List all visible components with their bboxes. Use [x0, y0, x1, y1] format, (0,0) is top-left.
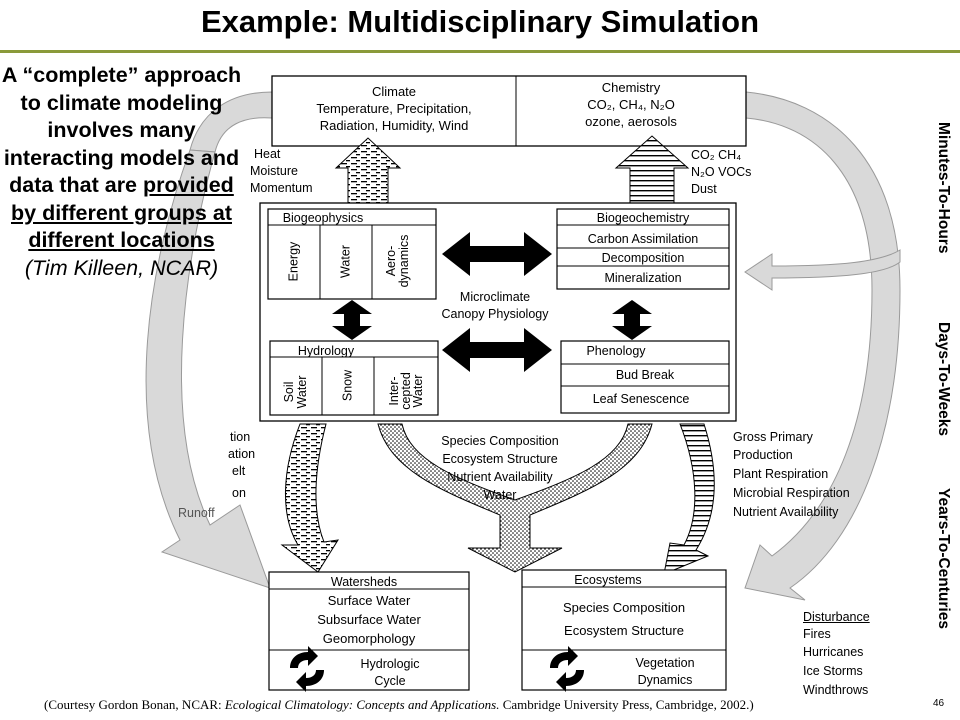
leaf-senescence: Leaf Senescence [592, 392, 690, 406]
decomposition: Decomposition [601, 251, 685, 265]
side-note: A “complete” approach to climate modelin… [0, 62, 243, 282]
footer-pre: (Courtesy Gordon Bonan, NCAR: [44, 697, 225, 712]
side-note-underlined: provided by different groups at differen… [11, 173, 234, 252]
flux-co2-ch4: CO₂ CH₄ [691, 148, 742, 162]
scale-years-to-centuries: Years-To-Centuries [935, 488, 952, 629]
hydrology-title: Hydrology [297, 344, 355, 358]
biogeophysics-water: Water [338, 245, 353, 278]
flux-moisture: Moisture [250, 164, 298, 178]
climate-title: Climate [371, 84, 417, 99]
hydrology-snow: Snow [340, 369, 355, 402]
big-loop-arrows [145, 91, 901, 601]
right-flux-3: Plant Respiration [733, 467, 829, 481]
ecosystems-title: Ecosystems [574, 573, 642, 587]
biogeochemistry-title: Biogeochemistry [596, 211, 690, 225]
center-flux-3: Nutrient Availability [447, 470, 553, 484]
footer-citation: (Courtesy Gordon Bonan, NCAR: Ecological… [44, 697, 754, 713]
title-underline [0, 50, 960, 53]
flux-momentum: Momentum [250, 181, 313, 195]
hydrologic-cycle-line1: Hydrologic [360, 657, 420, 671]
vegetation-dynamics-line2: Dynamics [637, 673, 693, 687]
hydrologic-cycle-line2: Cycle [374, 674, 406, 688]
right-flux-5: Nutrient Availability [733, 505, 839, 519]
chemistry-title: Chemistry [601, 80, 661, 95]
right-flux-2: Production [733, 448, 793, 462]
right-flux-4: Microbial Respiration [733, 486, 850, 500]
mineralization: Mineralization [604, 271, 682, 285]
geomorphology: Geomorphology [322, 631, 416, 646]
side-note-plain: A “complete” approach to climate modelin… [1, 63, 242, 197]
disturbance-ice-storms: Ice Storms [803, 664, 863, 678]
disturbance-windthrows: Windthrows [803, 683, 869, 697]
hydrologic-cycle-icon [290, 646, 324, 692]
carbon-assimilation: Carbon Assimilation [587, 232, 699, 246]
hydrology-intercepted-water: Inter- cepted Water [387, 372, 425, 410]
surface-water: Surface Water [327, 593, 411, 608]
biogeophysics-energy: Energy [286, 241, 301, 282]
hydrology-soil-water: Soil Water [282, 375, 309, 409]
biogeophysics-aerodynamics: Aero- dynamics [384, 234, 411, 288]
vegetation-cycle-icon [550, 646, 584, 692]
subsurface-water: Subsurface Water [317, 612, 421, 627]
phenology-title: Phenology [586, 344, 646, 358]
center-flux-2: Ecosystem Structure [442, 452, 558, 466]
footer-post: Cambridge University Press, Cambridge, 2… [499, 697, 754, 712]
watersheds-title: Watersheds [330, 575, 398, 589]
disturbance-hurricanes: Hurricanes [803, 645, 864, 659]
hydro-flux-runoff: Runoff [178, 506, 215, 520]
flux-n2o-vocs: N₂O VOCs [691, 165, 752, 179]
microclimate: Microclimate [459, 290, 531, 304]
chemistry-line1: CO₂, CH₄, N₂O [587, 97, 675, 112]
disturbance-fires: Fires [803, 627, 831, 641]
flux-dust: Dust [691, 182, 717, 196]
hydro-flux-1: tion [230, 430, 251, 444]
bud-break: Bud Break [615, 368, 675, 382]
side-note-attribution: (Tim Killeen, NCAR) [24, 255, 219, 280]
footer-italic: Ecological Climatology: Concepts and App… [224, 697, 500, 712]
vegetation-dynamics-line1: Vegetation [635, 656, 695, 670]
biogeophysics-title: Biogeophysics [282, 211, 364, 225]
right-flux-1: Gross Primary [733, 430, 813, 444]
scale-days-to-weeks: Days-To-Weeks [935, 322, 952, 436]
eco-ecosystem-structure: Ecosystem Structure [564, 623, 684, 638]
coupling-arrows [332, 232, 652, 372]
page-title: Example: Multidisciplinary Simulation [200, 4, 760, 39]
scale-minutes-to-hours: Minutes-To-Hours [935, 122, 952, 254]
center-flux-1: Species Composition [441, 434, 559, 448]
page-number: 46 [933, 698, 945, 709]
climate-line2: Radiation, Humidity, Wind [319, 118, 469, 133]
disturbance-title: Disturbance [803, 610, 870, 624]
climate-line1: Temperature, Precipitation, [316, 101, 472, 116]
eco-species-composition: Species Composition [562, 600, 686, 615]
canopy-physiology: Canopy Physiology [441, 307, 549, 321]
center-flux-4: Water [483, 488, 517, 502]
hydro-flux-3: elt [232, 464, 246, 478]
chemistry-line2: ozone, aerosols [585, 114, 677, 129]
hydro-flux-2: ation [228, 447, 256, 461]
hydro-flux-4: on [232, 486, 246, 500]
flux-heat: Heat [254, 147, 281, 161]
